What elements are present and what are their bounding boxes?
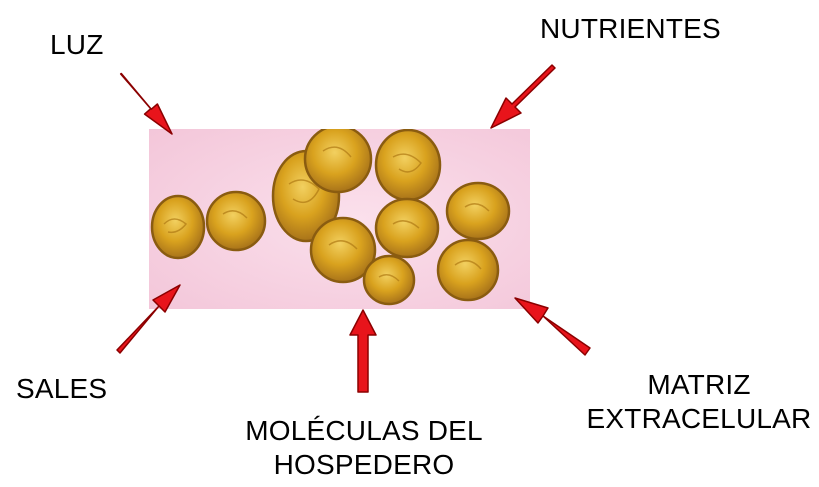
cell xyxy=(305,129,371,192)
label-moleculas-line2: HOSPEDERO xyxy=(222,448,506,482)
cell xyxy=(376,199,438,257)
arrow-moleculas xyxy=(350,310,376,392)
arrow-nutrientes xyxy=(491,65,555,128)
cell xyxy=(438,240,498,300)
arrow-luz xyxy=(121,74,172,135)
label-moleculas-line1: MOLÉCULAS DEL xyxy=(222,414,506,448)
label-matriz-extracelular: MATRIZ EXTRACELULAR xyxy=(584,368,814,436)
cell xyxy=(376,130,440,200)
cell xyxy=(447,183,509,239)
label-nutrientes: NUTRIENTES xyxy=(540,12,721,46)
cell-micrograph xyxy=(149,129,530,309)
cell xyxy=(364,256,414,304)
cell xyxy=(152,196,204,258)
label-moleculas-del-hospedero: MOLÉCULAS DEL HOSPEDERO xyxy=(222,414,506,482)
label-matriz-line1: MATRIZ xyxy=(584,368,814,402)
label-luz: LUZ xyxy=(50,28,104,62)
label-matriz-line2: EXTRACELULAR xyxy=(584,402,814,436)
cell xyxy=(207,192,265,250)
label-sales: SALES xyxy=(16,372,107,406)
